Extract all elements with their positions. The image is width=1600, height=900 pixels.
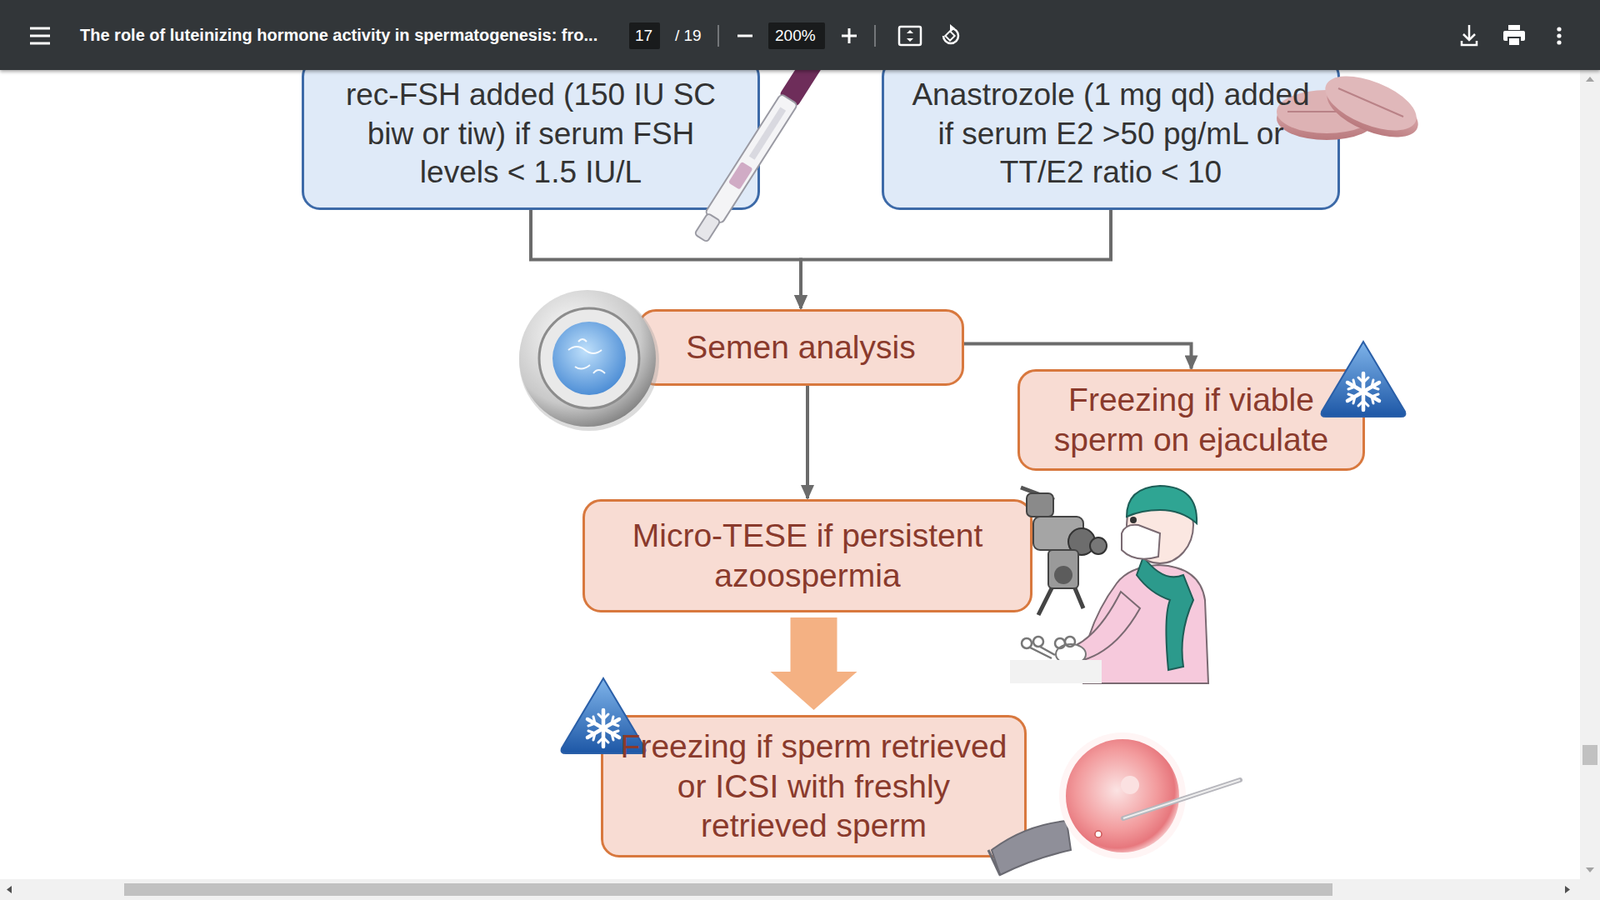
- horizontal-scrollbar: [0, 879, 1600, 900]
- icsi-illustration: [988, 732, 1240, 875]
- pen-injector: [691, 54, 824, 245]
- box-text: Micro-TESE if persistent azoospermia: [599, 515, 1016, 595]
- document-title: The role of luteinizing hormone activity…: [80, 25, 598, 45]
- box-text: Semen analysis: [652, 327, 950, 368]
- page-count: / 19: [675, 26, 702, 45]
- flow-arrow: [964, 343, 1192, 369]
- surgeon-illustration: [1010, 485, 1209, 684]
- flow-arrow: [530, 210, 801, 309]
- tablets: [1276, 65, 1426, 149]
- process-box: Micro-TESE if persistent azoospermia: [582, 499, 1033, 613]
- scrollbar-parts: [0, 879, 1600, 900]
- flow-arrow: [805, 385, 810, 499]
- box-text: Anastrozole (1 mg qd) added if serum E2 …: [910, 75, 1311, 194]
- flow-arrow: [800, 210, 1111, 309]
- viewer-toolbar: The role of luteinizing hormone activity…: [0, 0, 1600, 70]
- petri-dish: [519, 290, 660, 431]
- process-box: Semen analysis: [637, 309, 965, 386]
- freeze-icon: [561, 678, 646, 754]
- scrollbar-parts: [1580, 70, 1600, 880]
- zoom-level: 200%: [775, 26, 816, 45]
- block-arrow: [770, 617, 858, 710]
- treatment-box: rec-FSH added (150 IU SC biw or tiw) if …: [301, 58, 760, 210]
- box-text: rec-FSH added (150 IU SC biw or tiw) if …: [326, 75, 735, 194]
- treatment-box: Anastrozole (1 mg qd) added if serum E2 …: [881, 58, 1340, 210]
- page-number: 17: [635, 26, 653, 45]
- box-text: Freezing if sperm retrieved or ICSI with…: [614, 726, 1015, 846]
- outcome-box: Freezing if viable sperm on ejaculate: [1017, 369, 1365, 470]
- outcome-box: Freezing if sperm retrieved or ICSI with…: [600, 715, 1027, 858]
- vertical-scrollbar: [1580, 70, 1600, 880]
- freeze-icon: [1321, 341, 1406, 417]
- box-text: Freezing if viable sperm on ejaculate: [1033, 380, 1350, 460]
